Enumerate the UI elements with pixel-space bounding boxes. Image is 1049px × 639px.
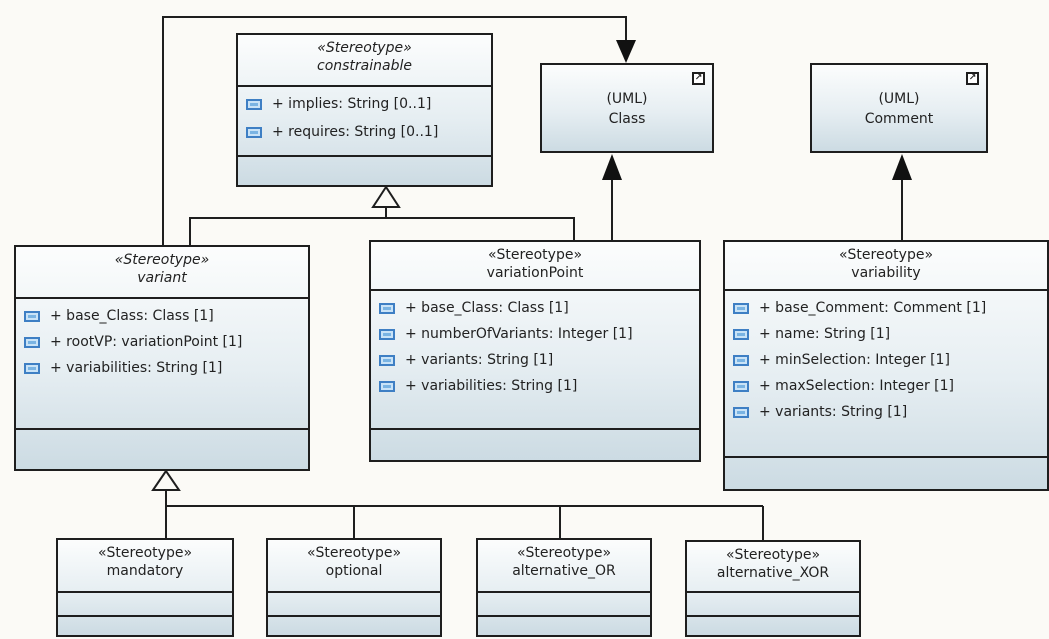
operation-compartment <box>58 615 232 639</box>
class-variability[interactable]: «Stereotype» variability + base_Comment:… <box>723 240 1049 491</box>
stereotype-label: «Stereotype» <box>516 545 612 561</box>
property-icon <box>379 380 395 392</box>
stereotype-label: «Stereotype» <box>97 545 193 561</box>
property-icon <box>24 310 40 322</box>
metaclass-name: Comment <box>864 111 934 127</box>
attribute-compartment <box>268 591 440 615</box>
attribute-row[interactable]: + implies: String [0..1] <box>246 95 431 113</box>
attribute-compartment <box>687 591 859 615</box>
metaclass-comment[interactable]: ↗ (UML) Comment <box>810 63 988 153</box>
class-name: variability <box>851 265 921 281</box>
operation-compartment <box>16 428 308 469</box>
extension-arrowhead <box>892 154 912 180</box>
property-icon <box>379 302 395 314</box>
attribute-compartment: + base_Comment: Comment [1] + name: Stri… <box>725 289 1047 456</box>
stereotype-label: «Stereotype» <box>838 247 934 263</box>
property-icon <box>733 328 749 340</box>
operation-compartment <box>725 456 1047 491</box>
class-name: constrainable <box>317 58 412 74</box>
arrow-shortcut-icon: ↗ <box>692 72 705 85</box>
stereotype-label: «Stereotype» <box>317 40 412 56</box>
stereotype-label: «Stereotype» <box>306 545 402 561</box>
extension-arrowhead <box>616 40 636 63</box>
class-alternative-xor[interactable]: «Stereotype» alternative_XOR <box>685 540 861 637</box>
attribute-row[interactable]: + maxSelection: Integer [1] <box>733 377 954 395</box>
class-alternative-or[interactable]: «Stereotype» alternative_OR <box>476 538 652 637</box>
attribute-compartment <box>58 591 232 615</box>
operation-compartment <box>478 615 650 639</box>
stereotype-label: «Stereotype» <box>487 247 583 263</box>
operation-compartment <box>268 615 440 639</box>
metaclass-class[interactable]: ↗ (UML) Class <box>540 63 714 153</box>
operation-compartment <box>371 428 699 460</box>
metaclass-name: Class <box>608 111 646 127</box>
attribute-compartment: + implies: String [0..1] + requires: Str… <box>238 85 491 189</box>
class-variant[interactable]: «Stereotype» variant + base_Class: Class… <box>14 245 310 471</box>
class-name: mandatory <box>106 563 184 579</box>
extension-arrowhead <box>602 154 622 180</box>
stereotype-label: «Stereotype» <box>725 547 821 563</box>
property-icon <box>733 354 749 366</box>
attribute-row[interactable]: + numberOfVariants: Integer [1] <box>379 325 633 343</box>
operation-compartment <box>687 615 859 639</box>
attribute-row[interactable]: + variabilities: String [1] <box>24 359 222 377</box>
class-name: alternative_OR <box>512 563 616 579</box>
generalization-edge <box>189 217 575 245</box>
attribute-row[interactable]: + variabilities: String [1] <box>379 377 577 395</box>
property-icon <box>379 328 395 340</box>
class-name: variant <box>137 270 187 286</box>
attribute-row[interactable]: + variants: String [1] <box>379 351 553 369</box>
property-icon <box>379 354 395 366</box>
class-name: variationPoint <box>486 265 584 281</box>
class-constrainable[interactable]: «Stereotype» constrainable + implies: St… <box>236 33 493 187</box>
property-icon <box>246 98 262 110</box>
attribute-compartment <box>478 591 650 615</box>
metaclass-prefix: (UML) <box>606 91 648 107</box>
generalization-arrowhead <box>371 185 401 208</box>
extension-edge-variant-class <box>162 16 627 245</box>
property-icon <box>24 336 40 348</box>
property-icon <box>733 302 749 314</box>
generalization-arrowhead <box>151 469 181 491</box>
metaclass-prefix: (UML) <box>878 91 920 107</box>
class-optional[interactable]: «Stereotype» optional <box>266 538 442 637</box>
class-name: optional <box>325 563 383 579</box>
arrow-shortcut-icon: ↗ <box>966 72 979 85</box>
attribute-row[interactable]: + minSelection: Integer [1] <box>733 351 950 369</box>
attribute-row[interactable]: + name: String [1] <box>733 325 890 343</box>
attribute-compartment: + base_Class: Class [1] + numberOfVarian… <box>371 289 699 428</box>
class-variationpoint[interactable]: «Stereotype» variationPoint + base_Class… <box>369 240 701 462</box>
property-icon <box>733 380 749 392</box>
operation-compartment <box>238 155 491 187</box>
stereotype-label: «Stereotype» <box>114 252 210 268</box>
class-name: alternative_XOR <box>716 565 830 581</box>
class-mandatory[interactable]: «Stereotype» mandatory <box>56 538 234 637</box>
attribute-row[interactable]: + base_Class: Class [1] <box>24 307 214 325</box>
property-icon <box>246 126 262 138</box>
property-icon <box>24 362 40 374</box>
property-icon <box>733 406 749 418</box>
attribute-compartment: + base_Class: Class [1] + rootVP: variat… <box>16 297 308 428</box>
attribute-row[interactable]: + requires: String [0..1] <box>246 123 438 141</box>
attribute-row[interactable]: + variants: String [1] <box>733 403 907 421</box>
attribute-row[interactable]: + base_Comment: Comment [1] <box>733 299 986 317</box>
attribute-row[interactable]: + rootVP: variationPoint [1] <box>24 333 242 351</box>
attribute-row[interactable]: + base_Class: Class [1] <box>379 299 569 317</box>
